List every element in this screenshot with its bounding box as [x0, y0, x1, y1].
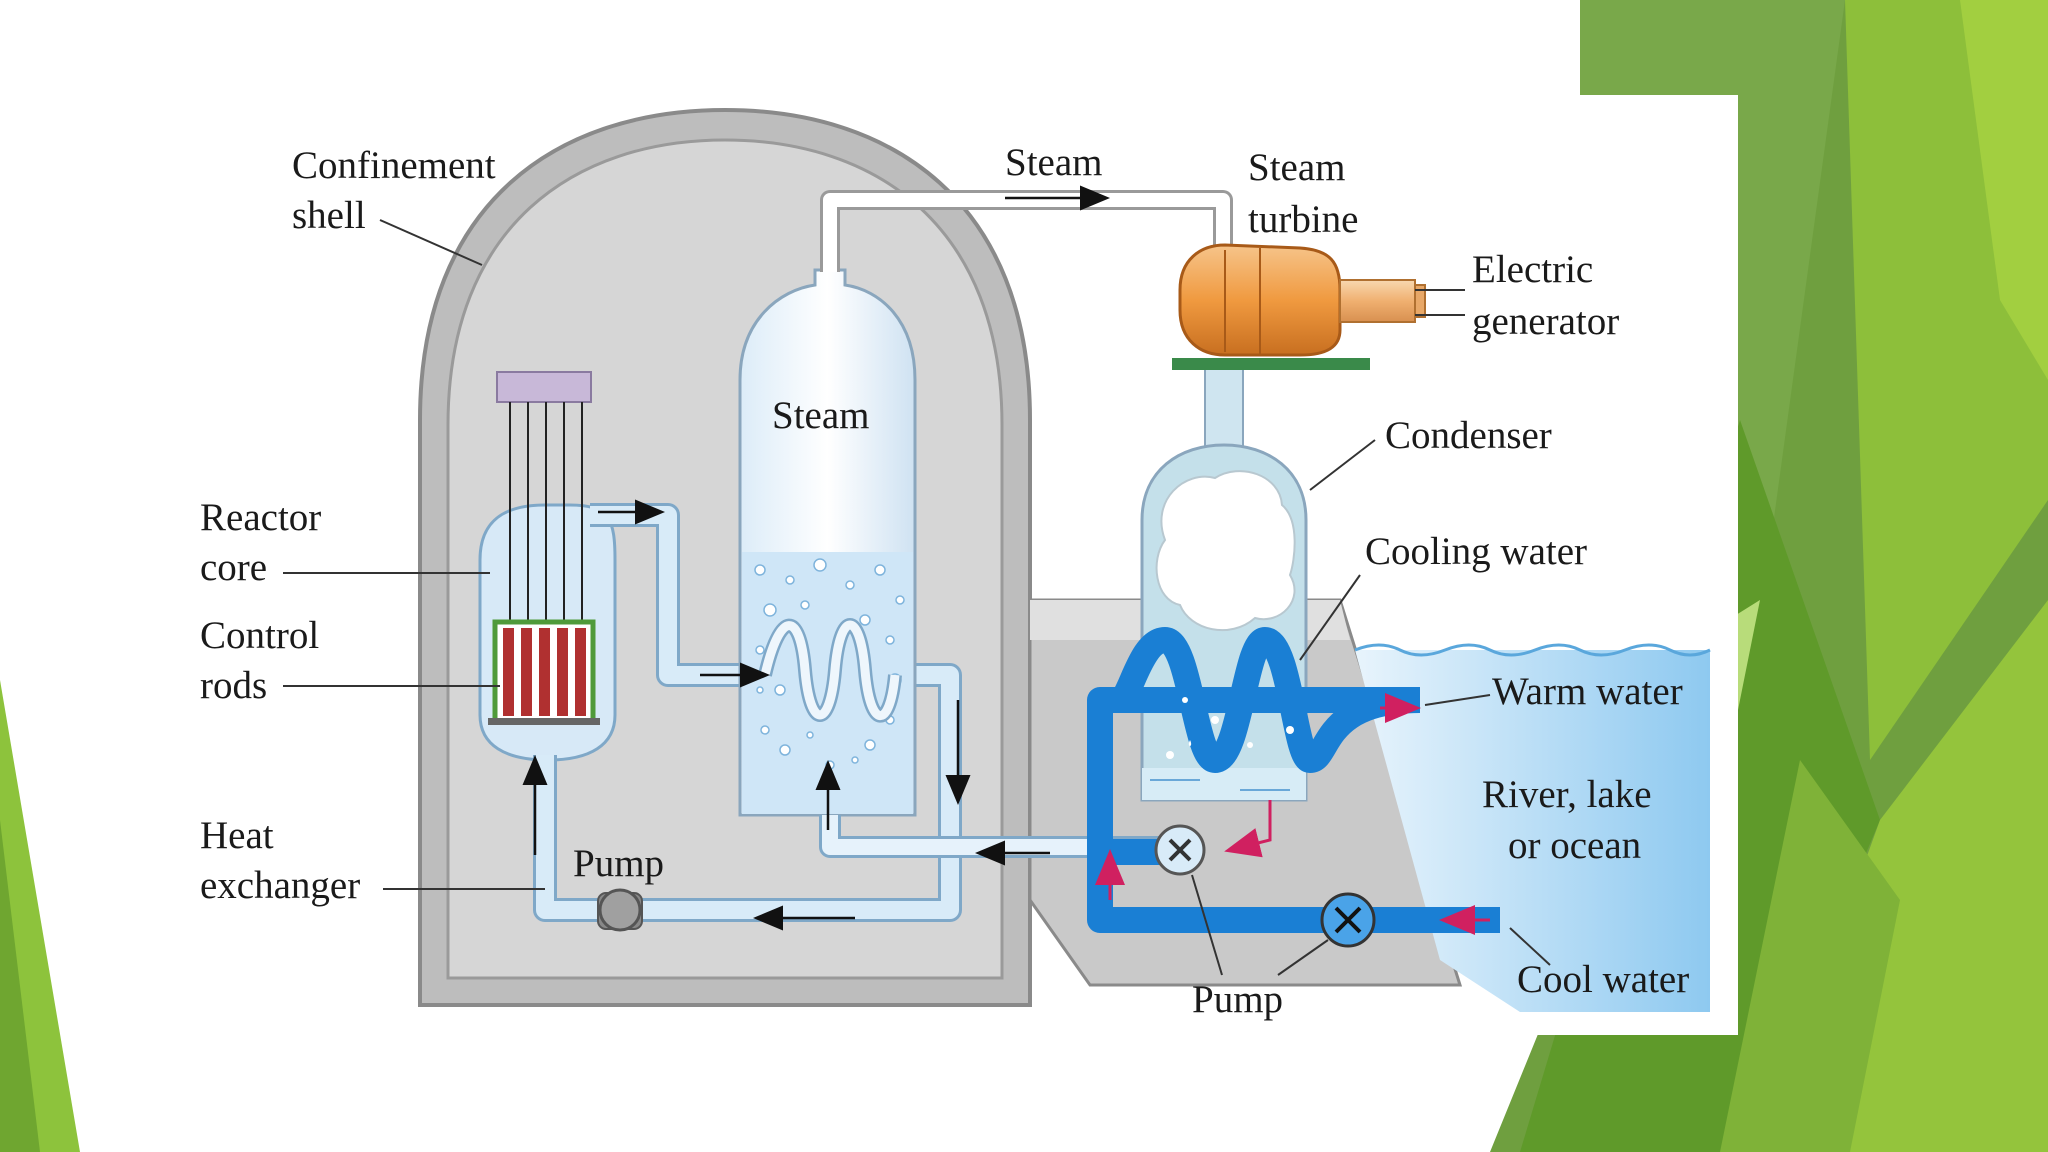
control-rod-assembly — [488, 371, 600, 725]
label-control-rods: Control — [200, 614, 319, 657]
label-pump: Pump — [1192, 978, 1283, 1021]
label-condenser: Condenser — [1385, 414, 1552, 457]
steam-generator-vessel — [738, 268, 917, 817]
label-warm-water: Warm water — [1492, 670, 1683, 713]
label-steam-vessel: Steam — [772, 394, 869, 437]
label-electric-generator: Electric — [1472, 248, 1593, 291]
label-river-lake: River, lake — [1482, 773, 1652, 816]
label-or-ocean: or ocean — [1508, 824, 1641, 867]
flow-arrows — [522, 185, 1110, 931]
primary-pump — [597, 888, 643, 932]
label-steam-line: Steam — [1005, 141, 1102, 184]
label-heat-exchanger: Heat — [200, 814, 274, 857]
label-confinement-shell: Confinement — [292, 144, 496, 187]
label-primary-pump: Pump — [573, 842, 664, 885]
label-steam-turbine: Steam — [1248, 146, 1345, 189]
steam-line — [820, 190, 1233, 272]
label-cool-water: Cool water — [1517, 958, 1689, 1001]
label-confinement-shell-2: shell — [292, 194, 366, 237]
label-reactor-core: Reactor — [200, 496, 321, 539]
label-reactor-core-2: core — [200, 546, 267, 589]
condensate-pump — [1154, 824, 1206, 876]
label-electric-generator-2: generator — [1472, 300, 1619, 343]
label-heat-exchanger-2: exchanger — [200, 864, 360, 907]
labels: Confinement shell Steam Steam turbine El… — [200, 141, 1689, 1021]
leader-lines — [283, 219, 1551, 976]
label-steam-turbine-2: turbine — [1248, 198, 1358, 241]
feedwater-line — [819, 815, 1170, 858]
label-control-rods-2: rods — [200, 664, 267, 707]
cooling-water-pump — [1320, 892, 1376, 948]
label-cooling-water: Cooling water — [1365, 530, 1587, 573]
electric-generator — [1339, 279, 1426, 323]
